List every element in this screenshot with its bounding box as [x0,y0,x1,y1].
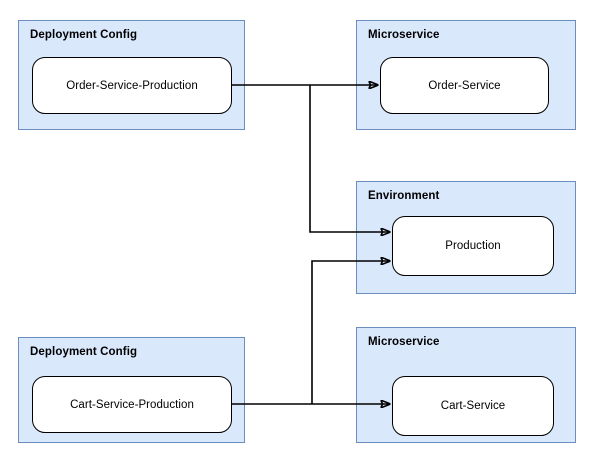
node-label-production: Production [445,240,501,252]
group-label-microservice-cart: Microservice [368,336,440,348]
node-label-cart-service-production: Cart-Service-Production [70,398,194,411]
node-order-service[interactable]: Order-Service [380,57,549,114]
node-label-order-service: Order-Service [428,79,501,92]
node-production[interactable]: Production [392,216,554,276]
group-label-deployment-config-order: Deployment Config [30,29,138,41]
node-cart-service[interactable]: Cart-Service [392,376,554,436]
group-label-environment-production: Environment [368,190,440,202]
node-label-cart-service: Cart-Service [440,400,506,412]
group-label-deployment-config-cart: Deployment Config [30,346,138,358]
group-label-microservice-order: Microservice [368,29,440,41]
node-cart-service-production[interactable]: Cart-Service-Production [32,376,232,433]
node-order-service-production[interactable]: Order-Service-Production [32,57,232,114]
node-label-order-service-production: Order-Service-Production [66,79,198,92]
